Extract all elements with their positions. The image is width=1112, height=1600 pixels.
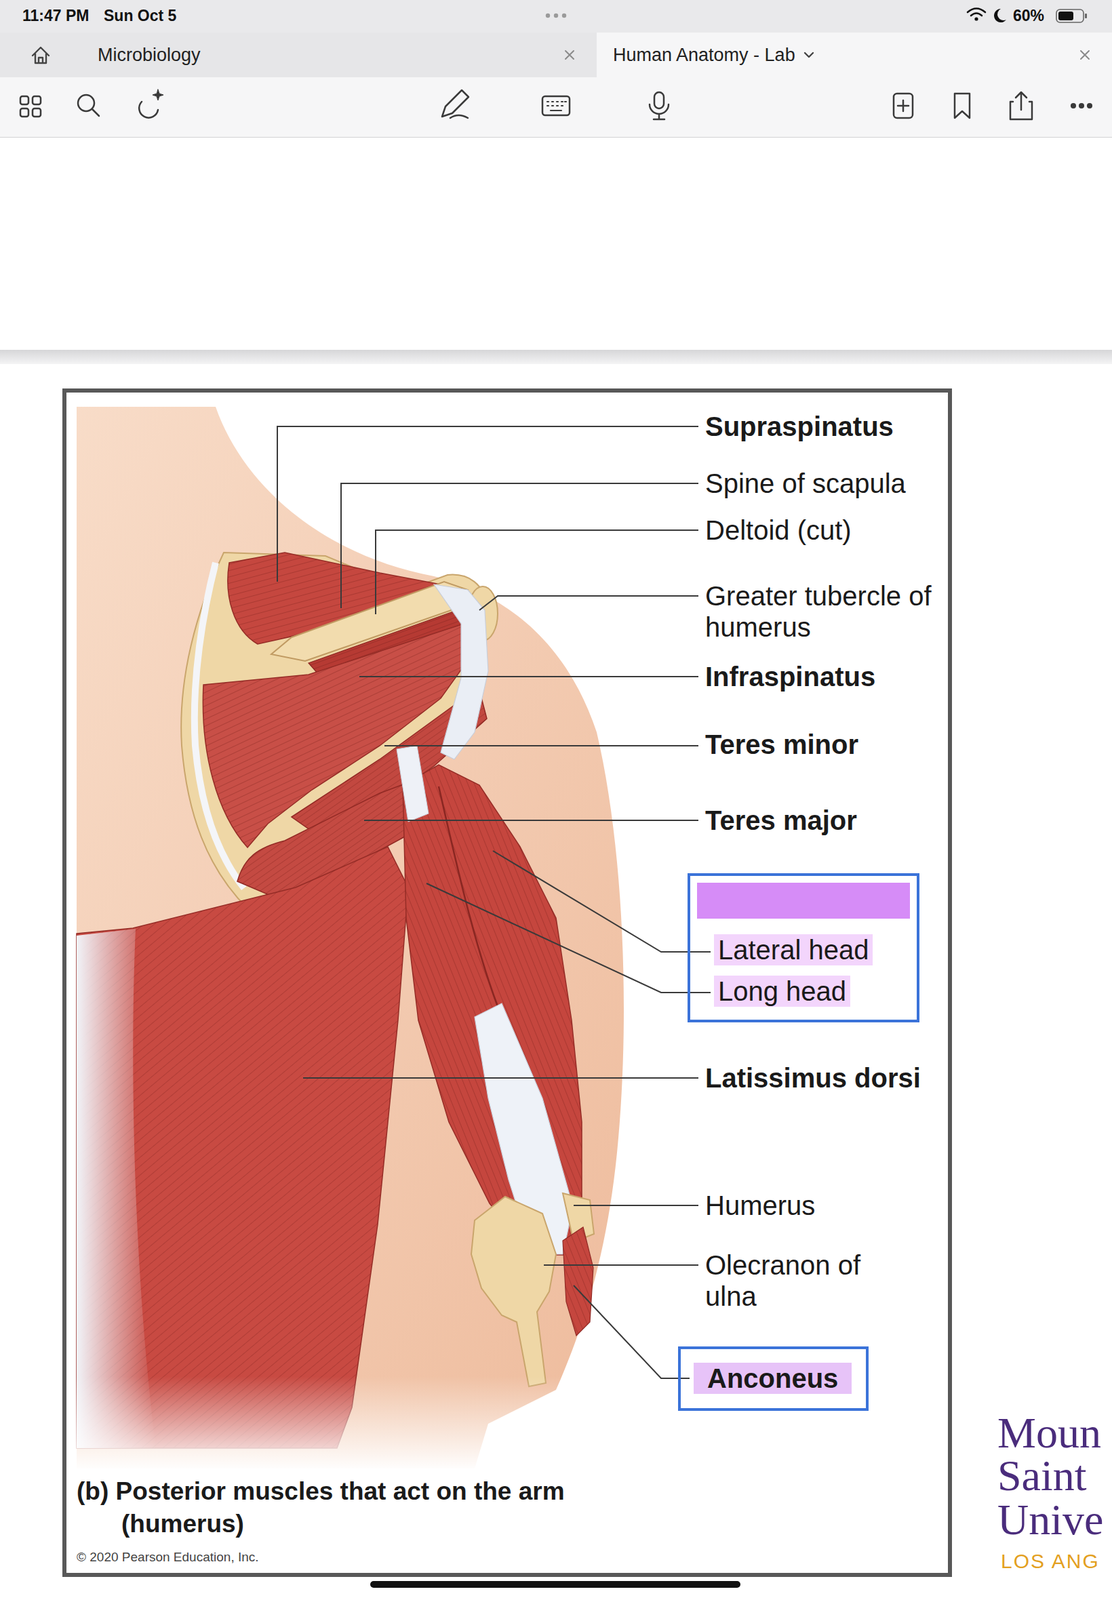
tab-title: Human Anatomy - Lab xyxy=(612,44,796,66)
logo-text: Moun xyxy=(997,1408,1102,1459)
part-label: Olecranon of ulna xyxy=(705,1249,909,1313)
part-label: Greater tubercle of humerus xyxy=(705,580,936,643)
home-indicator xyxy=(370,1581,741,1588)
part-label: Infraspinatus xyxy=(705,661,876,693)
copyright-note: © 2020 Pearson Education, Inc. xyxy=(76,1550,260,1565)
battery-percent: 60% xyxy=(1013,6,1045,25)
part-label: Teres major xyxy=(705,804,858,837)
toolbar-icons xyxy=(20,89,1092,120)
leader-lines xyxy=(277,426,711,1379)
part-label: Humerus xyxy=(705,1189,816,1222)
anatomy xyxy=(67,406,719,1472)
status-date: Sun Oct 5 xyxy=(103,6,177,25)
status-icons xyxy=(545,8,1087,24)
logo-subtext: LOS ANG xyxy=(1000,1549,1100,1574)
part-label: Deltoid (cut) xyxy=(705,514,852,546)
part-label: Latissimus dorsi xyxy=(705,1062,921,1094)
tab-title: Microbiology xyxy=(97,44,201,66)
logo-text: Unive xyxy=(997,1495,1104,1546)
part-label: Lateral head xyxy=(713,934,873,966)
redaction-bar xyxy=(697,882,910,919)
figure-caption: (b) Posterior muscles that act on the ar… xyxy=(76,1475,637,1541)
part-label: Anconeus xyxy=(693,1362,852,1395)
label-box: Anconeus xyxy=(678,1346,869,1412)
part-label: Long head xyxy=(713,975,851,1007)
part-label: Supraspinatus xyxy=(705,410,894,443)
part-label: Teres minor xyxy=(705,728,859,761)
figure-frame xyxy=(64,390,950,1576)
label-box: Lateral headLong head xyxy=(687,873,920,1023)
logo-text: Saint xyxy=(997,1451,1087,1502)
part-label: Spine of scapula xyxy=(705,467,906,500)
status-time: 11:47 PM xyxy=(22,6,89,25)
